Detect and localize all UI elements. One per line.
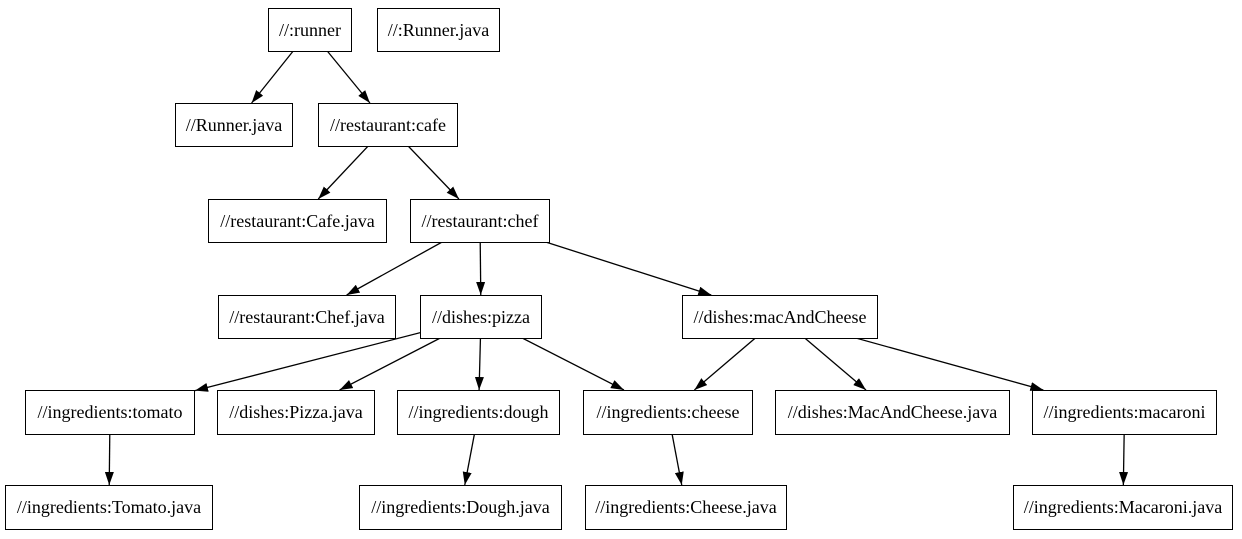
graph-node-label: //dishes:Pizza.java bbox=[229, 402, 363, 422]
graph-node-tomato-java: //ingredients:Tomato.java bbox=[5, 485, 213, 530]
graph-node-dough: //ingredients:dough bbox=[397, 390, 560, 435]
graph-node-label: //ingredients:tomato bbox=[37, 402, 183, 422]
graph-node-runner: //:runner bbox=[268, 8, 352, 52]
graph-node-cafe-java: //restaurant:Cafe.java bbox=[208, 199, 387, 243]
graph-node-chef-java: //restaurant:Chef.java bbox=[218, 295, 396, 339]
graph-node-label: //:Runner.java bbox=[387, 19, 490, 40]
graph-node-label: //restaurant:Chef.java bbox=[229, 306, 385, 327]
graph-node-pizza-java: //dishes:Pizza.java bbox=[217, 390, 375, 435]
graph-node-mac-and-cheese-java: //dishes:MacAndCheese.java bbox=[775, 390, 1010, 435]
graph-node-label: //:runner bbox=[279, 19, 341, 40]
graph-node-runner-java-file: //:Runner.java bbox=[377, 8, 500, 52]
graph-node-cheese-java: //ingredients:Cheese.java bbox=[585, 485, 787, 530]
graph-node-pizza: //dishes:pizza bbox=[420, 295, 542, 339]
graph-node-cheese: //ingredients:cheese bbox=[583, 390, 753, 435]
graph-node-label: //ingredients:Cheese.java bbox=[595, 497, 777, 517]
graph-node-label: //ingredients:Macaroni.java bbox=[1023, 497, 1223, 517]
graph-node-label: //ingredients:macaroni bbox=[1043, 402, 1206, 422]
graph-node-tomato: //ingredients:tomato bbox=[25, 390, 195, 435]
graph-node-runner-java: //Runner.java bbox=[175, 103, 293, 147]
graph-node-dough-java: //ingredients:Dough.java bbox=[359, 485, 562, 530]
graph-node-macaroni-java: //ingredients:Macaroni.java bbox=[1013, 485, 1233, 530]
graph-node-label: //restaurant:chef bbox=[421, 210, 539, 231]
graph-node-mac-and-cheese: //dishes:macAndCheese bbox=[682, 295, 878, 339]
graph-node-label: //ingredients:Tomato.java bbox=[16, 497, 202, 517]
graph-node-label: //dishes:MacAndCheese.java bbox=[787, 402, 998, 422]
graph-node-label: //ingredients:cheese bbox=[596, 402, 740, 422]
graph-node-macaroni: //ingredients:macaroni bbox=[1032, 390, 1217, 435]
graph-node-label: //dishes:macAndCheese bbox=[693, 306, 867, 327]
graph-node-label: //restaurant:cafe bbox=[330, 114, 446, 135]
graph-node-label: //restaurant:Cafe.java bbox=[220, 210, 375, 231]
graph-node-cafe: //restaurant:cafe bbox=[318, 103, 458, 147]
graph-node-label: //Runner.java bbox=[185, 114, 283, 135]
graph-node-chef: //restaurant:chef bbox=[410, 199, 550, 243]
graph-node-label: //ingredients:dough bbox=[408, 402, 549, 422]
graph-node-label: //ingredients:Dough.java bbox=[371, 497, 550, 517]
graph-node-label: //dishes:pizza bbox=[432, 306, 530, 327]
